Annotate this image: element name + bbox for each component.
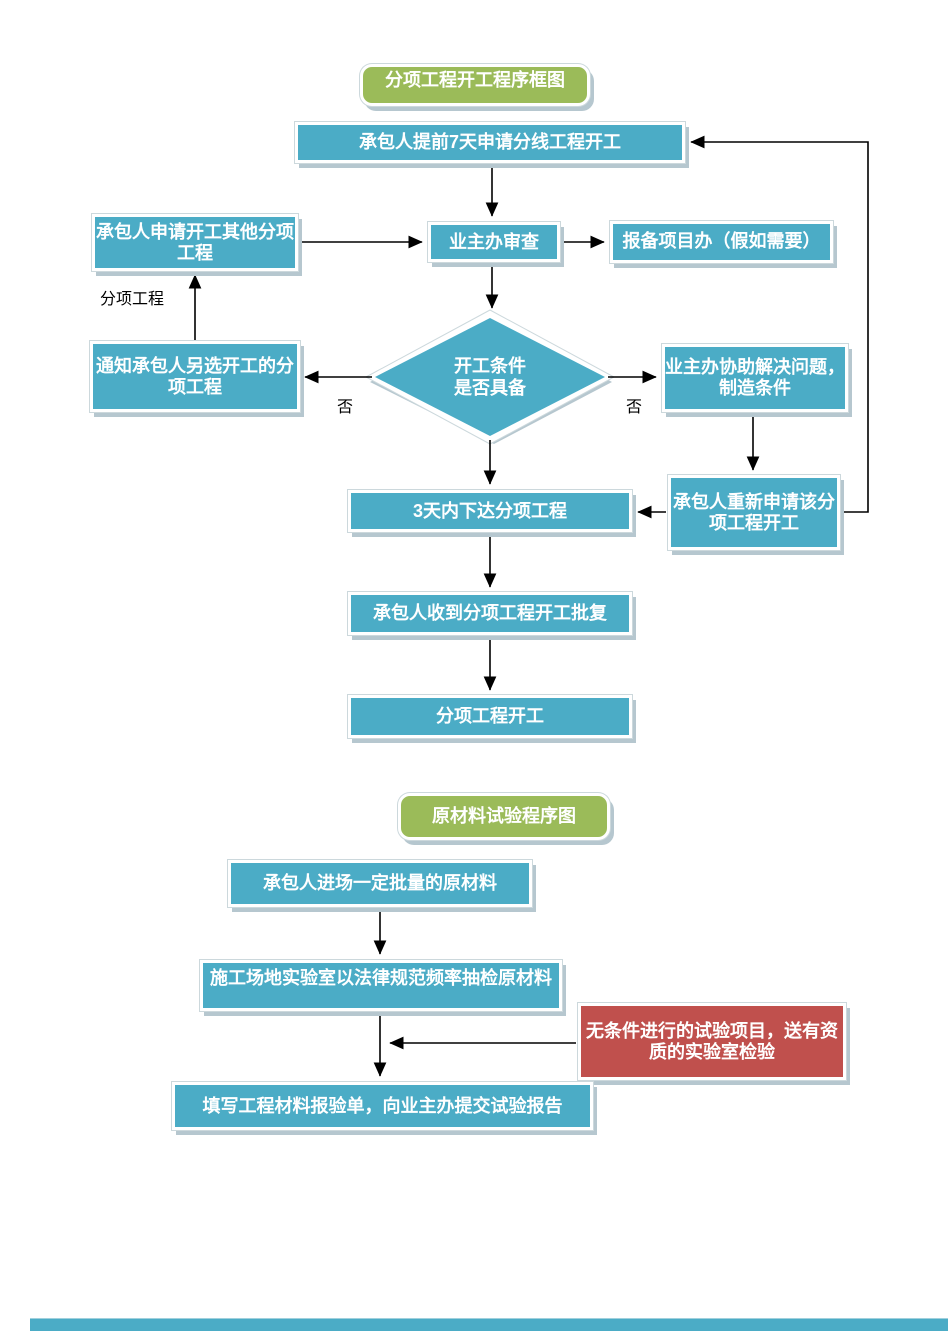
edge-label-no-right: 否: [626, 399, 643, 416]
node-apply-other-subproject: 承包人申请开工其他分项工程: [92, 214, 298, 271]
decision-text-line2: 是否具备: [454, 378, 526, 398]
node-reapply-start: 承包人重新申请该分项工程开工: [668, 475, 840, 550]
node-subproject-start: 分项工程开工: [348, 695, 632, 738]
node-external-qualified-lab: 无条件进行的试验项目，送有资质的实验室检验: [578, 1003, 846, 1080]
edge-label-no-left: 否: [337, 399, 354, 416]
decision-fill: [375, 318, 605, 436]
node-report-project-office: 报备项目办（假如需要）: [610, 221, 833, 263]
node-apply-7days: 承包人提前7天申请分线工程开工: [295, 122, 685, 163]
node-notify-reselect: 通知承包人另选开工的分项工程: [90, 341, 300, 412]
node-site-lab-sampling: 施工场地实验室以法律规范频率抽检原材料: [200, 960, 562, 1011]
node-receive-approval: 承包人收到分项工程开工批复: [348, 592, 632, 635]
node-material-batch-arrival: 承包人进场一定批量的原材料: [228, 860, 532, 907]
node-title-subproject-procedure: 分项工程开工程序框图: [360, 64, 590, 106]
node-owner-assist-solve: 业主办协助解决问题，制造条件: [662, 344, 848, 412]
node-issue-within-3days: 3天内下达分项工程: [348, 490, 632, 532]
decision-start-conditions: 开工条件 是否具备: [420, 355, 560, 399]
edge-label-subproject: 分项工程: [100, 291, 165, 308]
bottom-bar: [30, 1318, 948, 1331]
decision-text-line1: 开工条件: [454, 356, 526, 376]
node-owner-office-review: 业主办审查: [428, 222, 560, 262]
node-title-raw-material: 原材料试验程序图: [398, 793, 610, 840]
node-fill-material-report: 填写工程材料报验单，向业主办提交试验报告: [172, 1082, 593, 1130]
arrow-reapply-to-apply7days: [690, 135, 869, 513]
